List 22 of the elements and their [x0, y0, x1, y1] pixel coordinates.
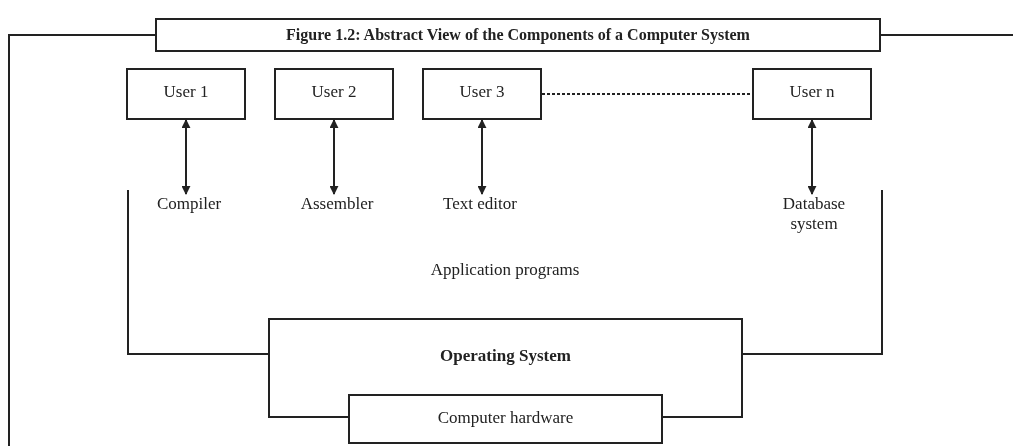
computer-hardware-box: [348, 394, 663, 444]
component-label: Assembler: [277, 194, 397, 218]
user-box: [422, 68, 542, 120]
box-label: Computer hardware: [436, 408, 575, 429]
box-label: User n: [788, 82, 836, 103]
user-box: [752, 68, 872, 120]
box-label: Application programs: [429, 260, 581, 281]
box-label: User 1: [162, 82, 210, 103]
box-label: User 2: [310, 82, 358, 103]
double-arrow: [477, 119, 487, 195]
component-label: Compiler: [129, 194, 249, 218]
component-label: Text editor: [419, 194, 541, 218]
figure-title: Figure 1.2: Abstract View of the Components of a Computer System: [155, 18, 881, 52]
component-label: Database system: [774, 194, 854, 240]
box-label: User 3: [458, 82, 506, 103]
double-arrow: [181, 119, 191, 195]
box-label: Operating System: [439, 346, 572, 367]
double-arrow: [807, 119, 817, 195]
dotted-connector: [541, 93, 753, 95]
user-box: [274, 68, 394, 120]
user-box: [126, 68, 246, 120]
double-arrow: [329, 119, 339, 195]
